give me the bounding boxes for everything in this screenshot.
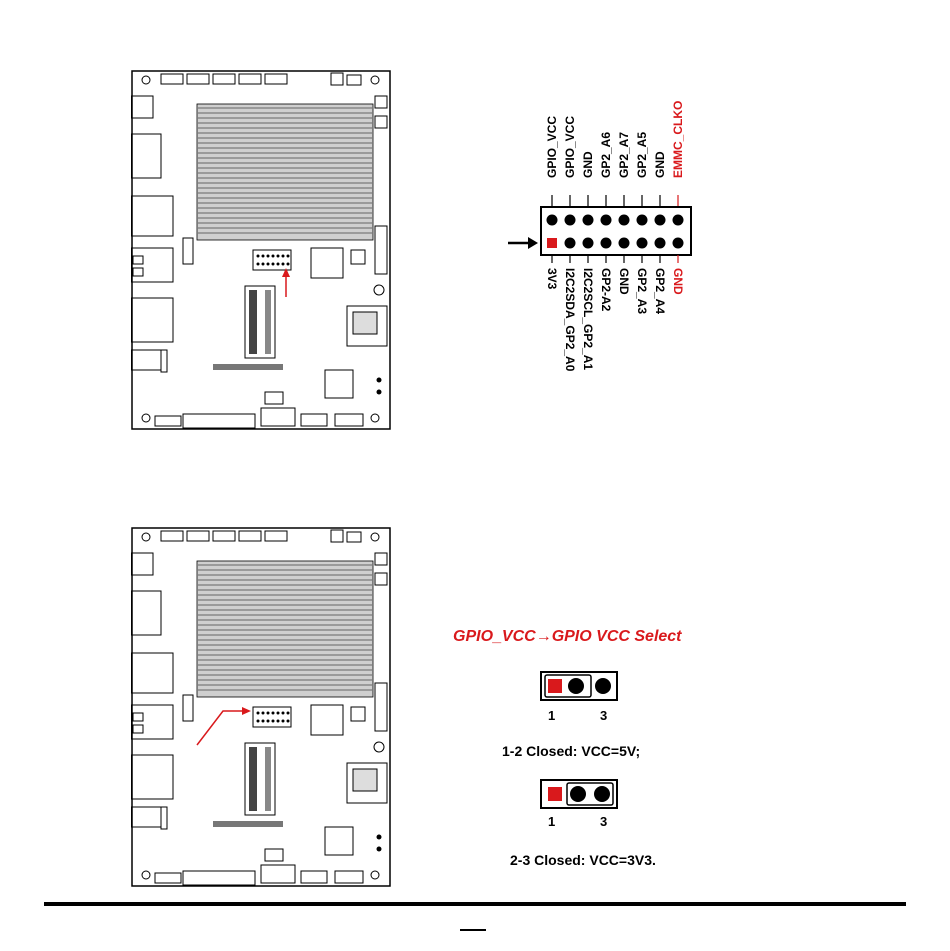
pin-label-bottom-3: I2C2SCL_GP2_A1 xyxy=(582,268,594,370)
pin-label-bottom-5: GND xyxy=(618,268,630,295)
motherboard-diagram-bottom xyxy=(131,527,395,889)
page-number-mark xyxy=(460,929,486,931)
pin-label-bottom-6: GP2_A3 xyxy=(636,268,648,314)
pin-label-bottom-7: GP2_A4 xyxy=(654,268,666,314)
pin-number-3-b: 3 xyxy=(600,814,607,829)
pin-label-top-6: GP2_A5 xyxy=(636,132,648,178)
pin-label-top-3: GND xyxy=(582,151,594,178)
pin-label-bottom-8: GND xyxy=(672,268,684,295)
pin-label-bottom-2: I2C2SDA_GP2_A0 xyxy=(564,268,576,371)
pin-number-3-a: 3 xyxy=(600,708,607,723)
pin-label-top-8: EMMC_CLKO xyxy=(672,101,684,178)
page-divider xyxy=(44,902,906,906)
pin-label-top-1: GPIO_VCC xyxy=(546,116,558,178)
jumper-title: GPIO_VCC→GPIO VCC Select xyxy=(453,628,682,646)
option-a-caption: 1-2 Closed: VCC=5V; xyxy=(502,743,640,759)
gpio-header-diagram xyxy=(508,195,698,263)
jumper-diagram-3v3 xyxy=(540,779,620,811)
motherboard-diagram-top xyxy=(131,70,395,432)
pin-label-top-2: GPIO_VCC xyxy=(564,116,576,178)
pin-number-1-b: 1 xyxy=(548,814,555,829)
pin-label-top-4: GP2_A6 xyxy=(600,132,612,178)
pin-label-top-5: GP2_A7 xyxy=(618,132,630,178)
pin-label-bottom-1: 3V3 xyxy=(546,268,558,289)
option-b-caption: 2-3 Closed: VCC=3V3. xyxy=(510,852,656,868)
jumper-diagram-5v xyxy=(540,671,620,703)
pin-label-top-7: GND xyxy=(654,151,666,178)
pin-label-bottom-4: GP2-A2 xyxy=(600,268,612,311)
pin-number-1-a: 1 xyxy=(548,708,555,723)
